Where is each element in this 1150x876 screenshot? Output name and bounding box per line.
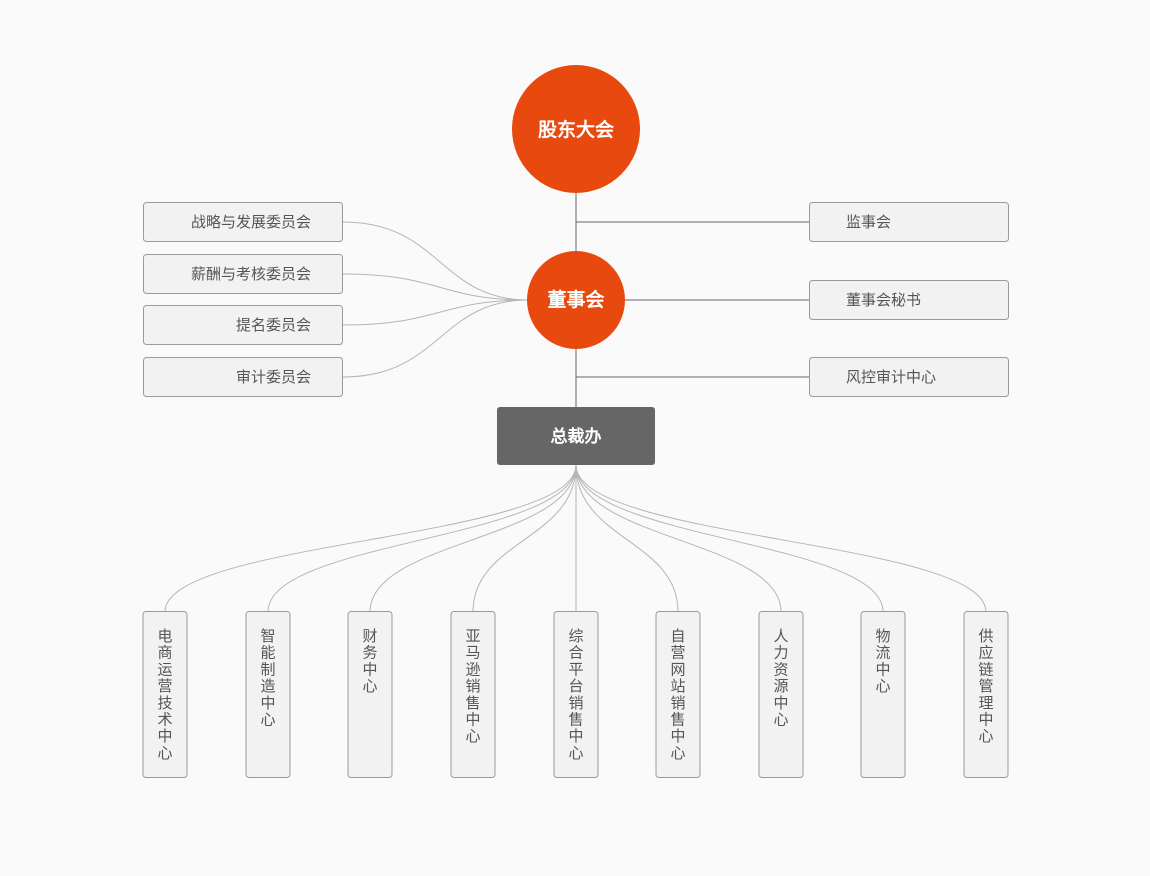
committee-label: 战略与发展委员会 (191, 213, 311, 231)
connector-lines (164, 192, 987, 613)
center-label: 智能制造中心 (260, 627, 275, 729)
right-unit-label: 风控审计中心 (846, 368, 936, 386)
center-label: 综合平台销售中心 (568, 627, 583, 762)
committee-label: 审计委员会 (236, 368, 311, 386)
board-node (527, 251, 625, 349)
center-connector-curve (369, 464, 577, 613)
shareholders-label: 股东大会 (538, 118, 614, 141)
right-unit-box (809, 202, 1009, 242)
committee-connector-curve (342, 299, 529, 378)
center-box (553, 611, 599, 778)
center-box (758, 611, 804, 778)
committee-box (143, 254, 343, 294)
center-box (450, 611, 496, 778)
center-label: 自营网站销售中心 (670, 627, 685, 762)
president-office-node (497, 407, 655, 465)
president-office-label: 总裁办 (551, 426, 602, 447)
center-label: 亚马逊销售中心 (465, 627, 480, 745)
board-label: 董事会 (547, 288, 604, 311)
center-box (347, 611, 393, 778)
committee-box (143, 305, 343, 345)
center-connector-curve (575, 464, 884, 613)
right-unit-box (809, 280, 1009, 320)
right-unit-label: 监事会 (846, 213, 891, 231)
center-connector-curve (575, 464, 679, 613)
center-connector-curve (472, 464, 577, 613)
center-label: 财务中心 (362, 627, 377, 695)
center-box (655, 611, 701, 778)
shareholders-node (512, 65, 640, 193)
center-connector-curve (267, 464, 577, 613)
committee-box (143, 357, 343, 397)
committee-connector-curve (342, 273, 529, 301)
center-box (142, 611, 188, 778)
committee-box (143, 202, 343, 242)
committee-connector-curve (342, 299, 529, 326)
center-connector-curve (164, 464, 577, 613)
center-connector-curve (575, 464, 782, 613)
center-label: 人力资源中心 (773, 627, 788, 729)
center-connector-curve (575, 464, 987, 613)
right-unit-label: 董事会秘书 (846, 291, 921, 309)
committee-label: 薪酬与考核委员会 (191, 265, 311, 283)
center-box (963, 611, 1009, 778)
center-box (245, 611, 291, 778)
center-label: 物流中心 (875, 627, 890, 695)
right-unit-box (809, 357, 1009, 397)
center-label: 供应链管理中心 (978, 627, 993, 745)
committee-label: 提名委员会 (236, 316, 311, 334)
center-box (860, 611, 906, 778)
center-label: 电商运营技术中心 (157, 627, 172, 762)
committee-connector-curve (342, 221, 529, 301)
